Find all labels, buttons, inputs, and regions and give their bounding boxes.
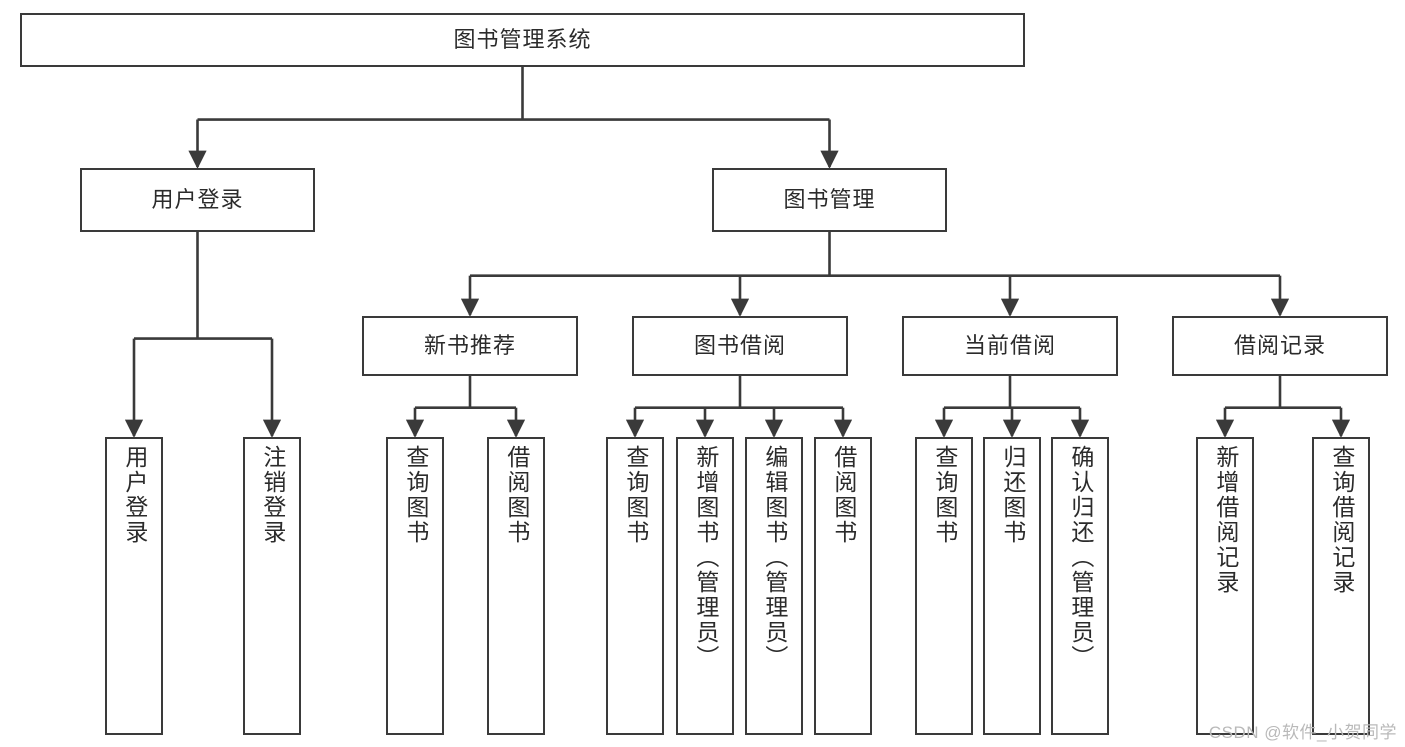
node-leaf-return-book[interactable]: 归还图书 — [983, 437, 1041, 735]
node-leaf-borrow-book-2[interactable]: 借阅图书 — [814, 437, 872, 735]
node-leaf-add-record-label: 新增借阅记录 — [1212, 445, 1239, 595]
node-leaf-add-book[interactable]: 新增图书（管理员） — [676, 437, 734, 735]
node-leaf-logout-label: 注销登录 — [259, 445, 286, 545]
node-root[interactable]: 图书管理系统 — [20, 13, 1025, 67]
node-user-login[interactable]: 用户登录 — [80, 168, 315, 232]
node-leaf-confirm-return-label: 确认归还（管理员） — [1067, 445, 1094, 670]
node-leaf-query-book-1[interactable]: 查询图书 — [386, 437, 444, 735]
node-new-book-recommend[interactable]: 新书推荐 — [362, 316, 578, 376]
node-borrow-record[interactable]: 借阅记录 — [1172, 316, 1388, 376]
node-leaf-user-login-label: 用户登录 — [121, 445, 148, 545]
node-leaf-return-book-label: 归还图书 — [999, 445, 1026, 545]
node-leaf-borrow-book-1-label: 借阅图书 — [503, 445, 530, 545]
node-leaf-borrow-book-2-label: 借阅图书 — [830, 445, 857, 545]
node-leaf-query-book-2-label: 查询图书 — [622, 445, 649, 545]
node-current-borrow-label: 当前借阅 — [963, 332, 1056, 358]
node-leaf-edit-book[interactable]: 编辑图书（管理员） — [745, 437, 803, 735]
node-book-borrow[interactable]: 图书借阅 — [632, 316, 848, 376]
node-leaf-query-book-3[interactable]: 查询图书 — [915, 437, 973, 735]
node-leaf-query-book-1-label: 查询图书 — [402, 445, 429, 545]
node-leaf-user-login[interactable]: 用户登录 — [105, 437, 163, 735]
node-leaf-query-record[interactable]: 查询借阅记录 — [1312, 437, 1370, 735]
node-leaf-add-book-label: 新增图书（管理员） — [692, 445, 719, 670]
node-leaf-logout[interactable]: 注销登录 — [243, 437, 301, 735]
node-leaf-query-record-label: 查询借阅记录 — [1328, 445, 1355, 595]
node-leaf-borrow-book-1[interactable]: 借阅图书 — [487, 437, 545, 735]
node-leaf-add-record[interactable]: 新增借阅记录 — [1196, 437, 1254, 735]
node-leaf-query-book-3-label: 查询图书 — [931, 445, 958, 545]
node-user-login-label: 用户登录 — [151, 186, 244, 212]
node-book-borrow-label: 图书借阅 — [693, 332, 786, 358]
node-leaf-confirm-return[interactable]: 确认归还（管理员） — [1051, 437, 1109, 735]
node-borrow-record-label: 借阅记录 — [1233, 332, 1326, 358]
node-current-borrow[interactable]: 当前借阅 — [902, 316, 1118, 376]
node-root-label: 图书管理系统 — [453, 26, 592, 52]
node-leaf-query-book-2[interactable]: 查询图书 — [606, 437, 664, 735]
node-new-book-recommend-label: 新书推荐 — [423, 332, 516, 358]
node-book-manage[interactable]: 图书管理 — [712, 168, 947, 232]
node-book-manage-label: 图书管理 — [783, 186, 876, 212]
node-leaf-edit-book-label: 编辑图书（管理员） — [761, 445, 788, 670]
